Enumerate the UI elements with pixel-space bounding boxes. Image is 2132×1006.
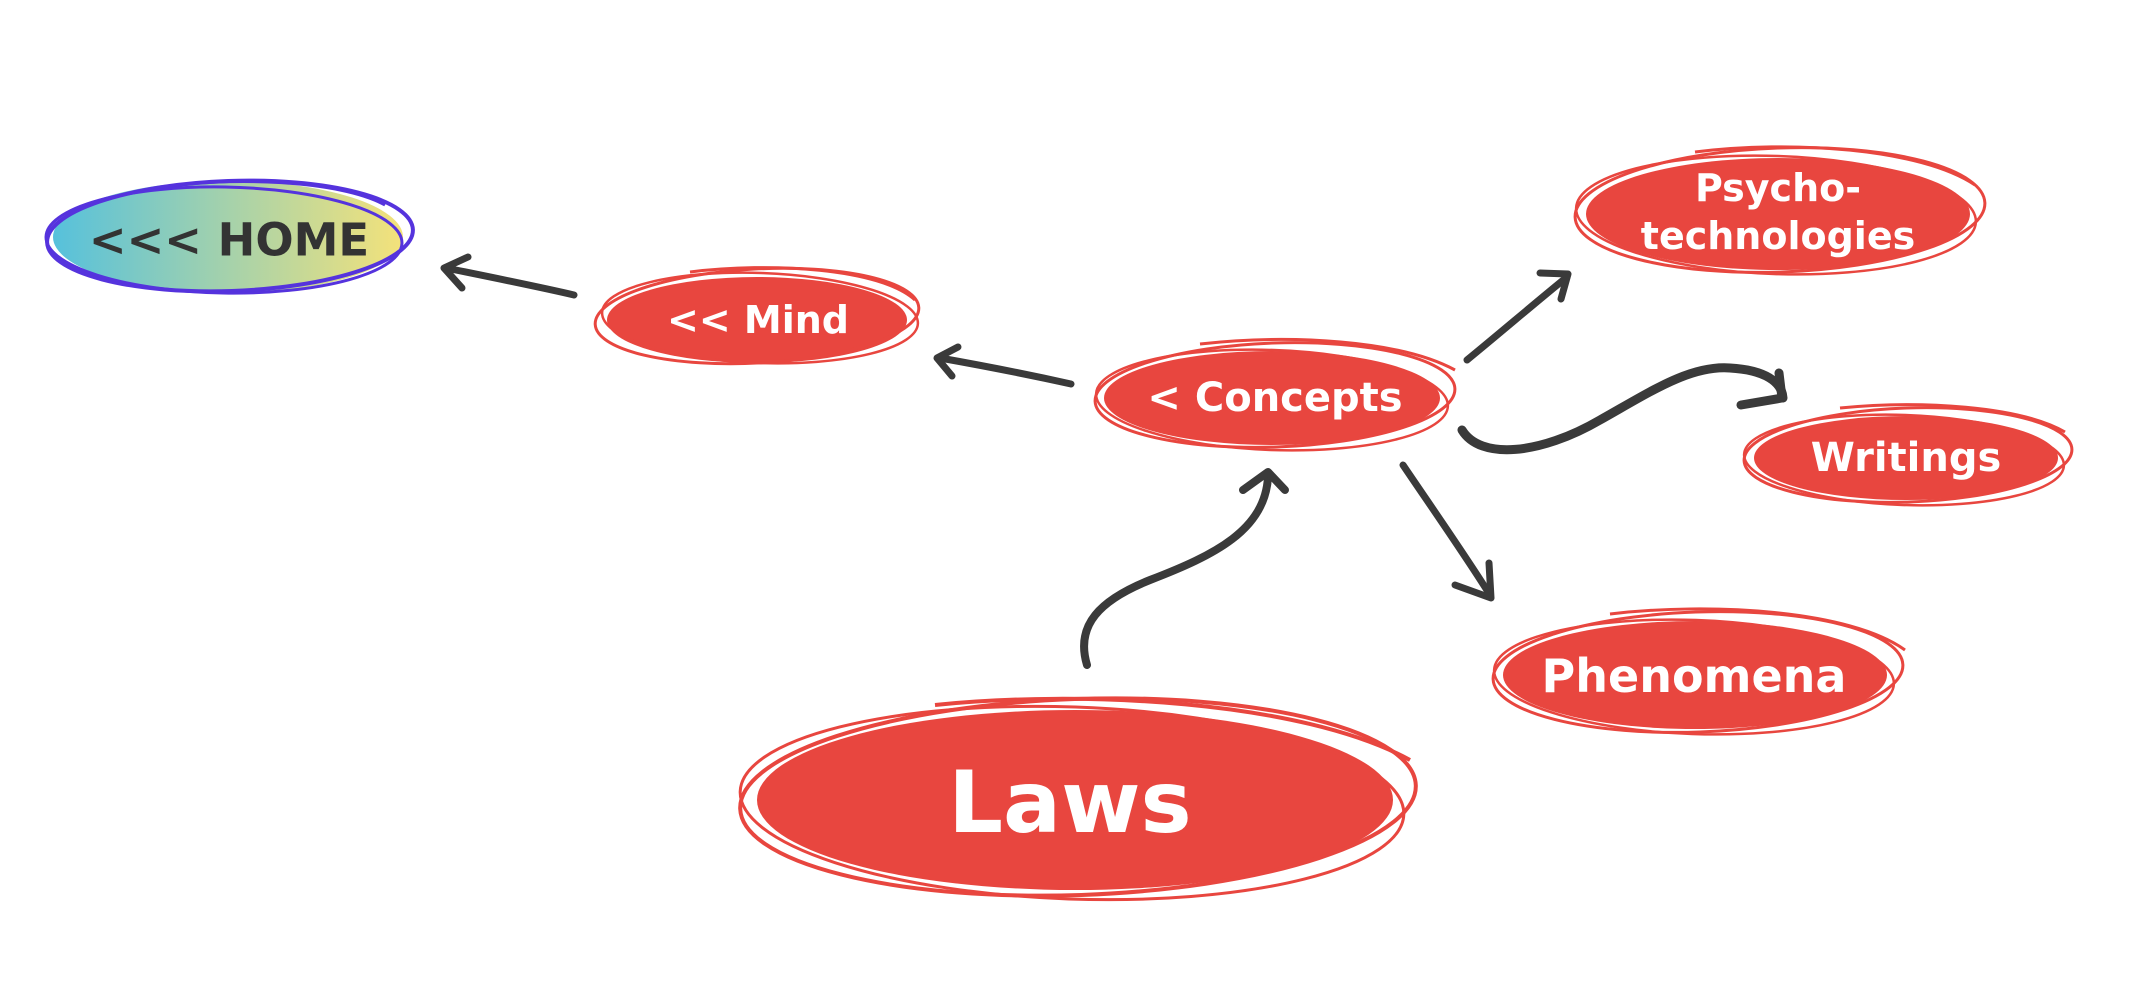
- concepts-ellipse-outline: [1093, 341, 1457, 449]
- phenomena-ellipse-outline: [1491, 610, 1905, 734]
- concepts-ellipse-stroke-tail: [1199, 338, 1456, 372]
- arrows-layer: [440, 253, 1788, 669]
- node-psychotechnologies-label-line2: technologies: [1641, 214, 1915, 258]
- psychotechnologies-ellipse-fill: [1586, 158, 1970, 270]
- node-laws[interactable]: Laws: [737, 687, 1419, 910]
- concepts-ellipse-outline-2: [1094, 348, 1450, 452]
- concepts-ellipse-fill: [1104, 351, 1440, 445]
- home-ellipse-stroke-tail: [154, 180, 386, 207]
- phenomena-ellipse-outline-2: [1492, 618, 1896, 736]
- phenomena-ellipse-fill: [1503, 621, 1887, 729]
- node-concepts[interactable]: < Concepts: [1093, 337, 1457, 456]
- laws-ellipse-outline-2: [738, 704, 1406, 902]
- node-writings[interactable]: Writings: [1742, 402, 2074, 510]
- node-psychotechnologies-label-line1: Psycho-: [1695, 166, 1861, 210]
- node-psychotechnologies[interactable]: Psycho- technologies: [1573, 141, 1987, 281]
- node-phenomena-label: Phenomena: [1542, 649, 1847, 703]
- node-home-label: <<< HOME: [89, 214, 369, 267]
- laws-ellipse-stroke-tail: [934, 696, 1411, 762]
- writings-ellipse-fill: [1754, 416, 2058, 500]
- mind-ellipse-outline-2: [600, 271, 920, 365]
- node-phenomena[interactable]: Phenomena: [1491, 605, 1906, 741]
- node-concepts-label: < Concepts: [1147, 375, 1402, 421]
- phenomena-ellipse-stroke-tail: [1609, 607, 1906, 652]
- arrow-laws-to-concepts: [1080, 468, 1289, 669]
- node-writings-label: Writings: [1811, 435, 2002, 481]
- writings-ellipse-outline-2: [1742, 413, 2066, 507]
- mind-ellipse-stroke-tail: [689, 266, 917, 302]
- node-home[interactable]: <<< HOME: [44, 175, 415, 298]
- laws-ellipse-fill: [757, 710, 1393, 890]
- writings-ellipse-stroke-tail: [1839, 403, 2066, 434]
- psychotechnologies-ellipse-outline-2: [1574, 154, 1978, 276]
- node-mind-label: << Mind: [667, 298, 849, 342]
- psychotechnologies-ellipse-stroke-tail: [1694, 145, 1976, 187]
- node-laws-label: Laws: [948, 753, 1191, 853]
- arrow-concepts-to-writings: [1457, 363, 1788, 455]
- arrow-concepts-to-mind: [933, 343, 1075, 388]
- arrow-mind-to-home: [440, 253, 578, 299]
- arrow-concepts-to-psychotechnologies: [1463, 269, 1572, 364]
- home-ellipse-fill: [53, 181, 403, 293]
- home-ellipse-outline-2: [44, 185, 404, 295]
- mind-ellipse-fill: [607, 277, 907, 363]
- arrow-concepts-to-phenomena: [1399, 461, 1495, 602]
- node-mind[interactable]: << Mind: [593, 261, 921, 372]
